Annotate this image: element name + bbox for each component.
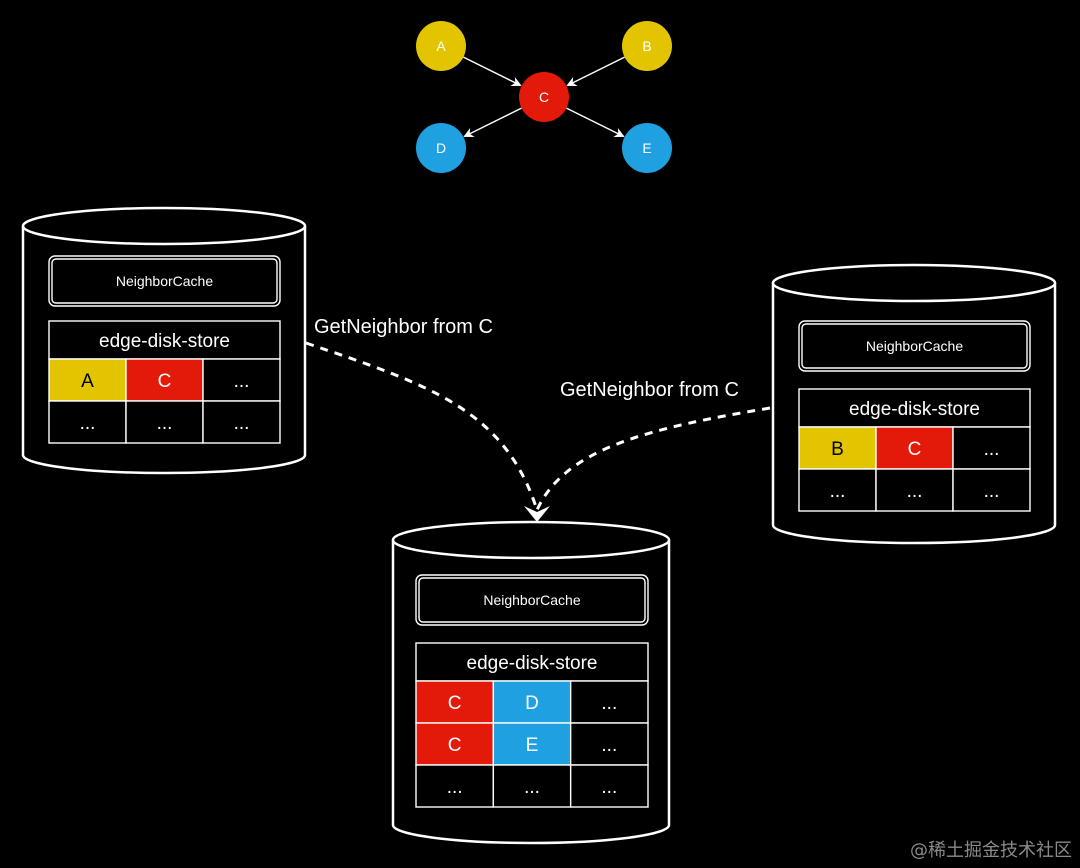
table-cell-text: ... bbox=[80, 413, 96, 434]
left-cylinder-top bbox=[21, 206, 307, 246]
node-a bbox=[416, 21, 466, 71]
table-cell bbox=[202, 400, 281, 444]
table-cell-text: ... bbox=[524, 777, 540, 798]
table-cell-text: B bbox=[831, 439, 844, 460]
center-table-title-cell bbox=[415, 642, 649, 682]
watermark: @稀土掘金技术社区 bbox=[910, 840, 1072, 861]
node-b bbox=[622, 21, 672, 71]
left-cache-outer bbox=[48, 255, 281, 307]
table-cell-text: C bbox=[448, 735, 462, 756]
table-cell-text: ... bbox=[157, 413, 173, 434]
edge-b-c bbox=[566, 56, 625, 87]
table-cell-text: C bbox=[908, 439, 922, 460]
center-cylinder-top bbox=[391, 520, 671, 560]
table-cell bbox=[48, 400, 127, 444]
table-cell-text: ... bbox=[601, 693, 617, 714]
table-cell bbox=[492, 680, 572, 724]
table-cell-text: ... bbox=[984, 481, 1000, 502]
edge-c-d bbox=[463, 107, 522, 138]
left-table-title: edge-disk-store bbox=[99, 331, 230, 352]
table-cell bbox=[569, 764, 649, 808]
graph-example: A B C D E bbox=[416, 21, 672, 173]
right-table-title: edge-disk-store bbox=[849, 399, 980, 420]
request-arrowhead bbox=[524, 506, 550, 522]
left-cache-inner bbox=[51, 258, 278, 304]
center-cache-label: NeighborCache bbox=[483, 592, 580, 608]
right-table-title-cell bbox=[798, 388, 1031, 428]
left-request-label: GetNeighbor from C bbox=[314, 316, 493, 338]
node-b-label: B bbox=[642, 38, 651, 54]
table-cell-text: ... bbox=[447, 777, 463, 798]
node-c bbox=[519, 72, 569, 122]
node-a-label: A bbox=[436, 38, 446, 54]
right-cylinder-top bbox=[771, 263, 1057, 303]
node-c-label: C bbox=[539, 89, 549, 105]
node-e-label: E bbox=[642, 140, 651, 156]
table-cell bbox=[952, 426, 1031, 470]
node-d-label: D bbox=[436, 140, 446, 156]
table-cell-text: A bbox=[81, 371, 94, 392]
node-e bbox=[622, 123, 672, 173]
table-cell-text: ... bbox=[830, 481, 846, 502]
table-cell-text: D bbox=[525, 693, 539, 714]
table-cell bbox=[415, 722, 495, 766]
table-cell-text: ... bbox=[234, 371, 250, 392]
edge-a-c bbox=[463, 56, 522, 87]
table-cell bbox=[202, 358, 281, 402]
left-request-arrow bbox=[305, 341, 539, 511]
left-table-title-cell bbox=[48, 320, 281, 360]
node-d bbox=[416, 123, 466, 173]
table-cell bbox=[798, 426, 877, 470]
table-cell-text: ... bbox=[234, 413, 250, 434]
requests-layer: GetNeighbor from C GetNeighbor from C bbox=[305, 316, 771, 522]
right-cache-inner bbox=[801, 323, 1028, 369]
table-cell-text: E bbox=[526, 735, 539, 756]
table-cell-text: ... bbox=[907, 481, 923, 502]
table-cell bbox=[415, 764, 495, 808]
table-cell-text: C bbox=[448, 693, 462, 714]
right-request-label: GetNeighbor from C bbox=[560, 379, 739, 401]
left-cache-label: NeighborCache bbox=[116, 273, 213, 289]
center-table-title: edge-disk-store bbox=[467, 653, 598, 674]
right-cache-outer bbox=[798, 320, 1031, 372]
table-cell bbox=[125, 358, 204, 402]
table-cell-text: ... bbox=[984, 439, 1000, 460]
center-cache-inner bbox=[418, 577, 646, 623]
center-cache-outer bbox=[415, 574, 649, 626]
right-cache-label: NeighborCache bbox=[866, 338, 963, 354]
table-cell bbox=[952, 468, 1031, 512]
edge-c-e bbox=[566, 107, 625, 138]
table-cell-text: ... bbox=[601, 735, 617, 756]
table-cell bbox=[875, 426, 954, 470]
right-request-arrow bbox=[535, 406, 771, 511]
table-cell-text: ... bbox=[601, 777, 617, 798]
table-cell-text: C bbox=[158, 371, 172, 392]
